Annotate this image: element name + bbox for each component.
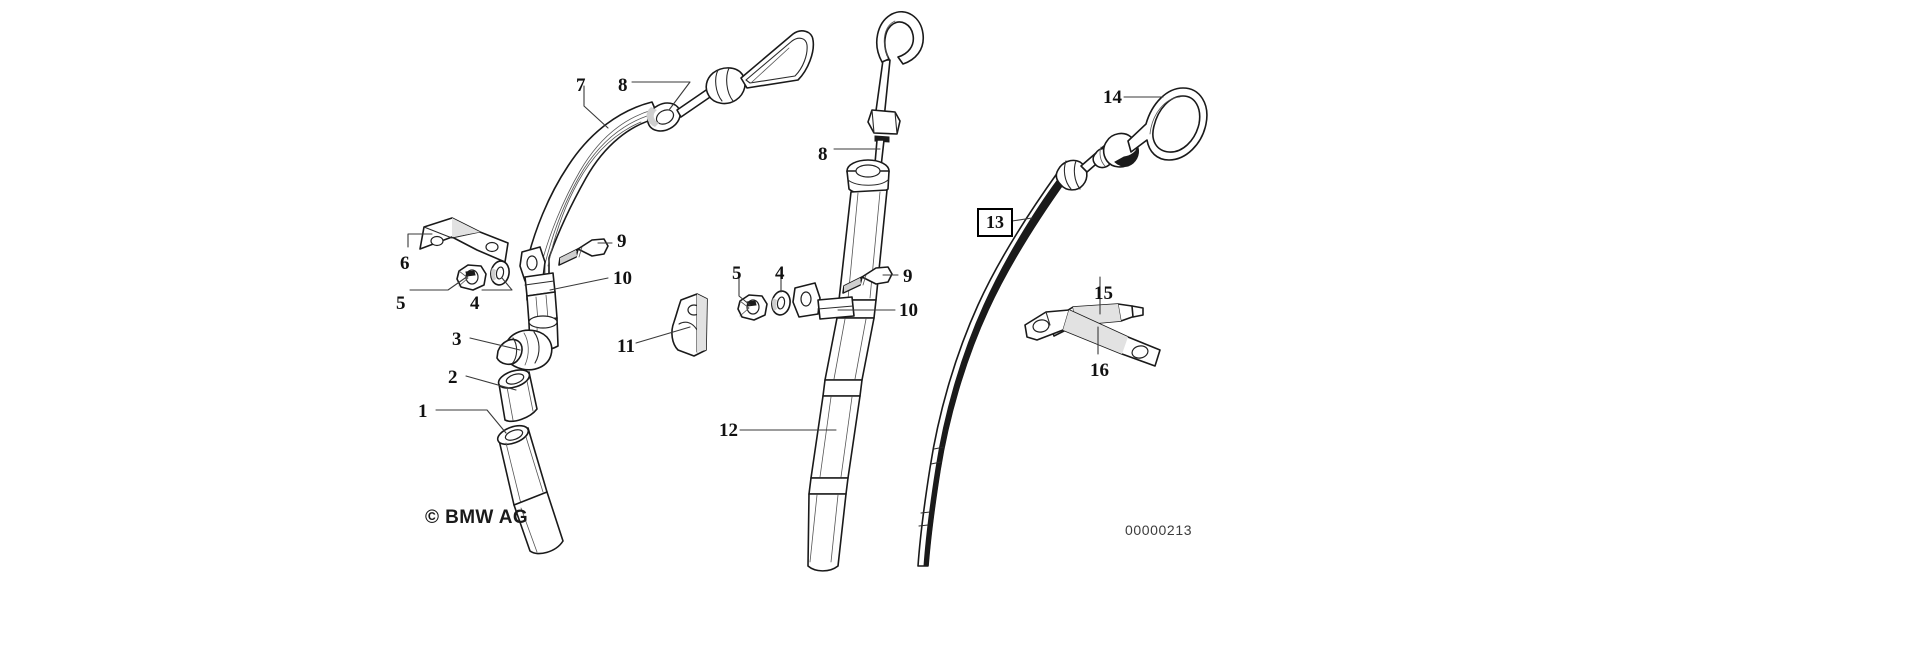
part-5-nut-left [456,264,487,291]
part-7-filler-hose [526,101,682,301]
leader-lines [407,81,1164,434]
part-10-collar-left [519,246,558,324]
part-12-guide-tube [807,189,888,572]
part-4-washer-left [490,260,510,286]
callout-8-center: 8 [818,144,828,165]
guide-tube-top-collar [846,159,890,196]
part-9-bolt-center [842,266,893,294]
callout-5-center: 5 [732,263,742,284]
leader-8-left [631,81,691,111]
part-8-cap-tether-center [867,10,925,177]
copyright-notice: © BMW AG [425,507,529,528]
diagram-part-number: 00000213 [1125,522,1193,538]
leader-11 [635,326,691,344]
callout-15: 15 [1094,283,1113,304]
callout-4: 4 [470,293,480,314]
part-8-cap-tether-left [676,30,815,118]
callout-11: 11 [617,336,635,357]
part-4-washer-center [771,290,791,316]
leader-10-left [549,277,609,291]
leader-7 [583,85,609,129]
callout-8-left: 8 [618,75,628,96]
callout-7: 7 [576,75,586,96]
leader-5-left [409,275,469,291]
part-2-sleeve [497,369,538,423]
callout-10-center: 10 [899,300,918,321]
callout-16: 16 [1090,360,1109,381]
callout-3: 3 [452,329,462,350]
leader-4-left [481,277,513,291]
leader-3 [469,337,521,351]
callout-2: 2 [448,367,458,388]
callout-14: 14 [1103,87,1122,108]
callout-9-left: 9 [617,231,627,252]
part-10-collar-center [792,282,855,320]
callout-4-center: 4 [775,263,785,284]
leader-5-center [738,273,751,306]
callout-12: 12 [719,420,738,441]
leader-2 [465,375,517,391]
leader-6 [407,233,433,248]
part-16-bracket [1024,309,1161,367]
part-14-dipstick-handle [1055,87,1208,191]
part-11-holder [671,293,708,357]
part-6-bracket [419,217,509,263]
callout-1: 1 [418,401,428,422]
part-13-dipstick [917,171,1067,567]
callout-10-left: 10 [613,268,632,289]
part-1-filler-tube [496,424,564,555]
part-3-clamp [496,329,553,371]
callout-9-center: 9 [903,266,913,287]
leader-1 [435,409,507,434]
leader-13 [1011,217,1033,222]
callout-13: 13 [977,208,1013,237]
callout-5: 5 [396,293,406,314]
callout-6: 6 [400,253,410,274]
